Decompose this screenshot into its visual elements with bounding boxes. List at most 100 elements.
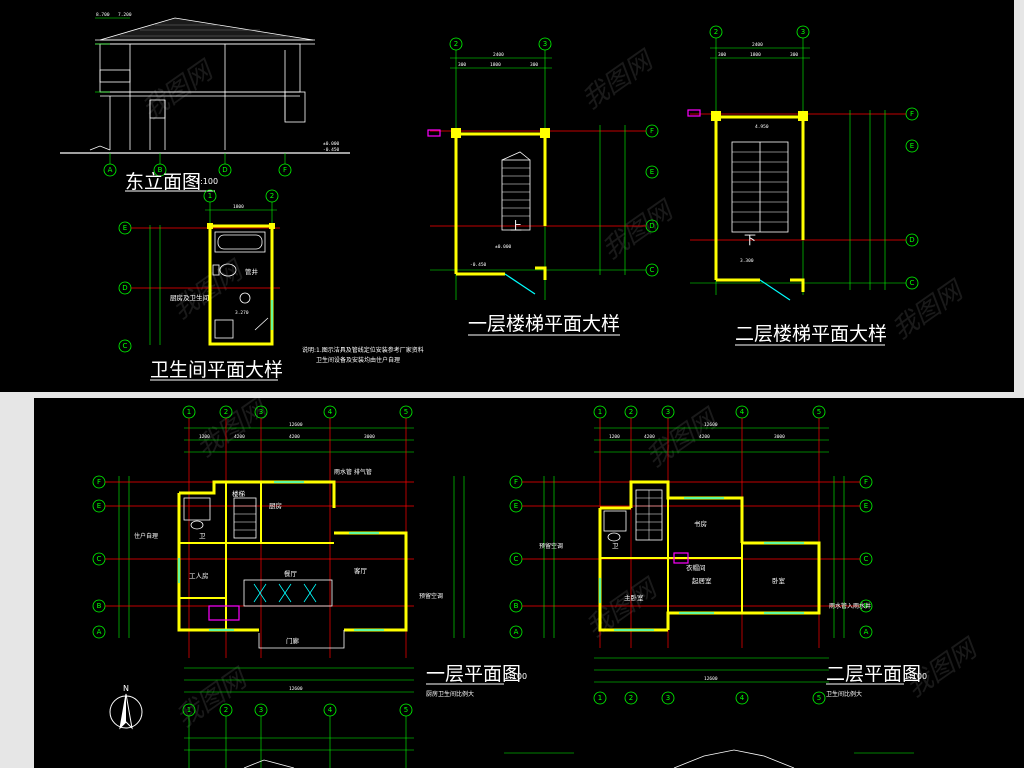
- svg-text:衣帽间: 衣帽间: [686, 563, 706, 572]
- svg-text:7.200: 7.200: [118, 12, 132, 18]
- svg-text:4200: 4200: [289, 434, 300, 440]
- north-arrow: N: [109, 684, 143, 730]
- svg-text:1: 1: [598, 694, 602, 702]
- floor1-plan-drawing: 1 2 3 4 5 12600 1200 4200 4200 3000 1260…: [92, 405, 527, 717]
- svg-text:我图网: 我图网: [597, 195, 681, 266]
- svg-text:餐厅: 餐厅: [284, 569, 298, 578]
- svg-text:E: E: [910, 142, 914, 150]
- svg-text:卫: 卫: [199, 532, 206, 540]
- svg-text:2: 2: [629, 694, 633, 702]
- svg-text:3.270: 3.270: [235, 310, 249, 316]
- svg-text:12600: 12600: [289, 422, 303, 428]
- svg-text:A: A: [97, 628, 102, 636]
- svg-text:说明:1.图示洁具及管线定位安装参考厂家资料: 说明:1.图示洁具及管线定位安装参考厂家资料: [302, 346, 424, 354]
- svg-text:E: E: [123, 224, 127, 232]
- svg-text:C: C: [123, 342, 128, 350]
- svg-text:1800: 1800: [490, 62, 501, 68]
- svg-text:C: C: [650, 266, 655, 274]
- svg-text:我图网: 我图网: [137, 55, 221, 126]
- svg-text:我图网: 我图网: [577, 45, 661, 116]
- svg-text:F: F: [514, 478, 518, 486]
- svg-text:4.950: 4.950: [755, 124, 769, 130]
- svg-text:我图网: 我图网: [581, 573, 665, 644]
- svg-text:5: 5: [404, 408, 408, 416]
- svg-text:1:100: 1:100: [904, 672, 927, 681]
- svg-text:预留空调: 预留空调: [419, 592, 443, 600]
- svg-text:1800: 1800: [750, 52, 761, 58]
- bottom-sheet-canvas: 我图网 我图网 我图网 我图网 我图网 1 2 3 4 5: [92, 398, 984, 768]
- svg-text:-0.450: -0.450: [323, 147, 340, 153]
- svg-text:5: 5: [404, 706, 408, 714]
- svg-text:D: D: [909, 236, 914, 244]
- svg-text:我图网: 我图网: [887, 275, 971, 346]
- svg-text:厨房卫生间比例大: 厨房卫生间比例大: [426, 690, 474, 698]
- bottom-drawing-sheet: 我图网 我图网 我图网 我图网 我图网 1 2 3 4 5: [34, 398, 1024, 768]
- svg-text:管井: 管井: [245, 267, 259, 276]
- svg-text:5: 5: [817, 408, 821, 416]
- svg-text:F: F: [97, 478, 101, 486]
- svg-text:3.300: 3.300: [740, 258, 754, 264]
- svg-text:-0.450: -0.450: [470, 262, 487, 268]
- svg-text:8.700: 8.700: [96, 12, 110, 18]
- svg-text:C: C: [514, 555, 519, 563]
- svg-text:C: C: [97, 555, 102, 563]
- svg-text:3000: 3000: [774, 434, 785, 440]
- svg-text:E: E: [514, 502, 518, 510]
- stair-plan-1-title: 一层楼梯平面大样: [468, 313, 620, 335]
- svg-text:A: A: [108, 166, 113, 174]
- east-elevation-scale: 1:100: [195, 177, 218, 186]
- svg-text:12600: 12600: [704, 422, 718, 428]
- svg-text:A: A: [864, 628, 869, 636]
- svg-text:A: A: [514, 628, 519, 636]
- svg-text:预留空调: 预留空调: [539, 542, 563, 550]
- svg-text:卫生间设备及安装均由住户自理: 卫生间设备及安装均由住户自理: [316, 356, 400, 364]
- svg-text:厨房及卫生间: 厨房及卫生间: [170, 293, 209, 302]
- bathroom-plan-title: 卫生间平面大样: [150, 359, 283, 381]
- svg-text:卫生间比例大: 卫生间比例大: [826, 690, 862, 698]
- svg-text:4: 4: [740, 694, 745, 702]
- floor2-plan-drawing: 1 2 3 4 5 12600 1200 4200 4200 3000 1260…: [509, 405, 927, 705]
- svg-text:2: 2: [224, 408, 228, 416]
- partial-lower-drawings: [184, 716, 914, 768]
- svg-text:2: 2: [270, 192, 274, 200]
- svg-text:卫: 卫: [612, 542, 619, 550]
- svg-text:F: F: [650, 127, 654, 135]
- svg-text:F: F: [283, 166, 287, 174]
- svg-text:楼梯: 楼梯: [232, 489, 246, 498]
- north-label: N: [123, 684, 129, 693]
- svg-text:1200: 1200: [199, 434, 210, 440]
- east-elevation-title: 东立面图: [125, 171, 201, 193]
- watermark-layer: 我图网 我图网 我图网 我图网 我图网: [137, 45, 971, 346]
- svg-text:300: 300: [790, 52, 798, 58]
- east-elevation-drawing: 8.700 7.200 ±0.000 -0.450 A B D F 东立面图 1…: [60, 12, 350, 193]
- svg-text:300: 300: [718, 52, 726, 58]
- svg-text:3: 3: [666, 694, 670, 702]
- stair-plan-1-drawing: 2 3 2400 300 1800 300 F E D C: [427, 37, 659, 336]
- svg-text:1:100: 1:100: [504, 672, 527, 681]
- svg-text:C: C: [864, 555, 869, 563]
- svg-text:F: F: [864, 478, 868, 486]
- svg-text:C: C: [910, 279, 915, 287]
- top-drawing-sheet: 我图网 我图网 我图网 我图网 我图网: [0, 0, 1014, 392]
- svg-text:2: 2: [714, 28, 718, 36]
- svg-text:3: 3: [666, 408, 670, 416]
- stair-plan-2-drawing: 2 3 2400 300 1800 300 F E D C: [687, 25, 919, 346]
- svg-text:4: 4: [740, 408, 745, 416]
- svg-text:±0.000: ±0.000: [323, 141, 340, 147]
- svg-text:1800: 1800: [233, 204, 244, 210]
- svg-text:2: 2: [629, 408, 633, 416]
- svg-text:3: 3: [259, 408, 263, 416]
- svg-text:3: 3: [543, 40, 547, 48]
- floor1-plan-title: 一层平面图: [426, 663, 521, 685]
- svg-text:12600: 12600: [704, 676, 718, 682]
- svg-text:上: 上: [510, 219, 522, 233]
- svg-text:起居室: 起居室: [692, 576, 712, 585]
- svg-text:E: E: [864, 502, 868, 510]
- floor2-plan-title: 二层平面图: [826, 663, 921, 685]
- svg-text:下: 下: [744, 233, 756, 247]
- svg-text:我图网: 我图网: [171, 663, 255, 734]
- svg-text:4: 4: [328, 706, 333, 714]
- svg-text:2400: 2400: [752, 42, 763, 48]
- svg-text:1: 1: [187, 408, 191, 416]
- svg-text:B: B: [158, 166, 163, 174]
